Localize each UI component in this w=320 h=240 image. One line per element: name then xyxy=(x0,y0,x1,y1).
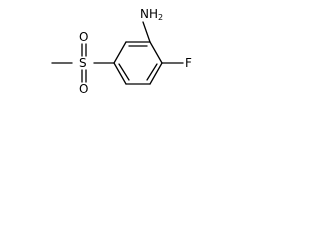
ring-bond-c4-c5 xyxy=(113,62,127,85)
oxygen-top-label: O xyxy=(79,30,88,44)
sulfur-label: S xyxy=(79,56,87,70)
ring-bond-c5-c6 xyxy=(113,41,127,64)
bond-ring-to-amine xyxy=(142,21,151,43)
amine-symbol: NH xyxy=(140,7,158,21)
benzene-ring xyxy=(113,41,163,85)
ring-double-bond-c2-c3 xyxy=(146,63,158,81)
amine-subscript: 2 xyxy=(158,13,163,22)
structure-canvas: NH2 F S O O xyxy=(0,0,210,125)
fluorine-label: F xyxy=(185,56,192,70)
ring-bond-c1-c2 xyxy=(149,41,163,64)
ring-double-bond-c4-c5 xyxy=(118,63,130,81)
ring-bond-c2-c3 xyxy=(149,62,163,85)
chemical-structure: NH2 F S O O xyxy=(51,7,192,96)
amine-label: NH2 xyxy=(140,7,163,22)
oxygen-bottom-label: O xyxy=(79,82,88,96)
